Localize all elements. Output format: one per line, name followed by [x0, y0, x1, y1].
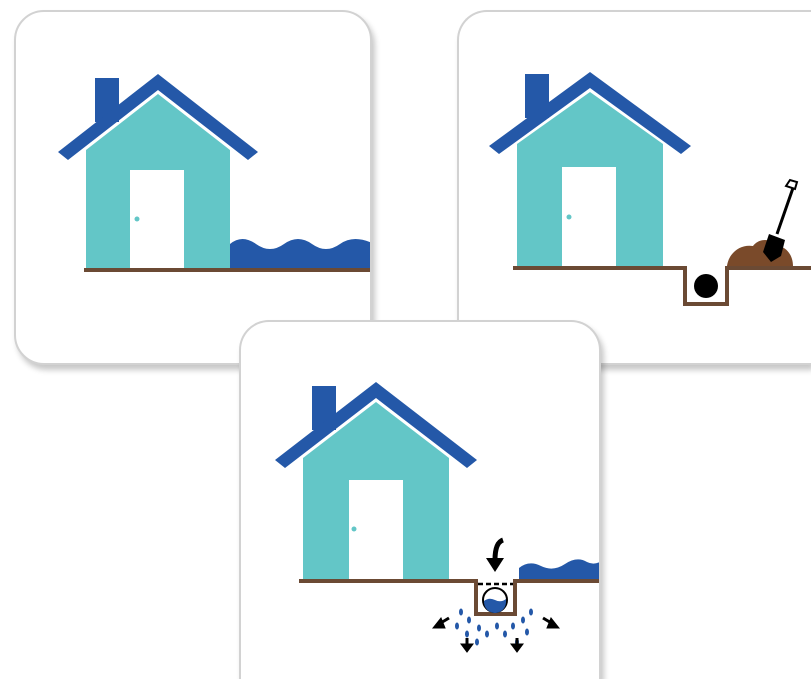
digging-illustration	[459, 12, 811, 365]
house-door	[349, 480, 403, 580]
drain-pipe	[694, 274, 718, 298]
ground-line	[84, 268, 372, 272]
inflow-arrow-icon	[486, 540, 504, 572]
shovel-icon	[763, 180, 797, 262]
panel-flooding-scene	[14, 10, 372, 365]
door-knob	[135, 217, 140, 222]
panel-digging-scene	[457, 10, 811, 365]
flooding-illustration	[16, 12, 372, 365]
drain-illustration	[241, 322, 601, 679]
ground-with-trench	[513, 268, 811, 304]
door-knob	[352, 527, 357, 532]
panel-drain-scene	[239, 320, 601, 679]
door-knob	[567, 215, 572, 220]
ground-with-drain	[299, 581, 601, 614]
flood-water	[230, 239, 372, 270]
surface-water	[519, 559, 601, 580]
drain-pipe-filled	[483, 588, 507, 613]
